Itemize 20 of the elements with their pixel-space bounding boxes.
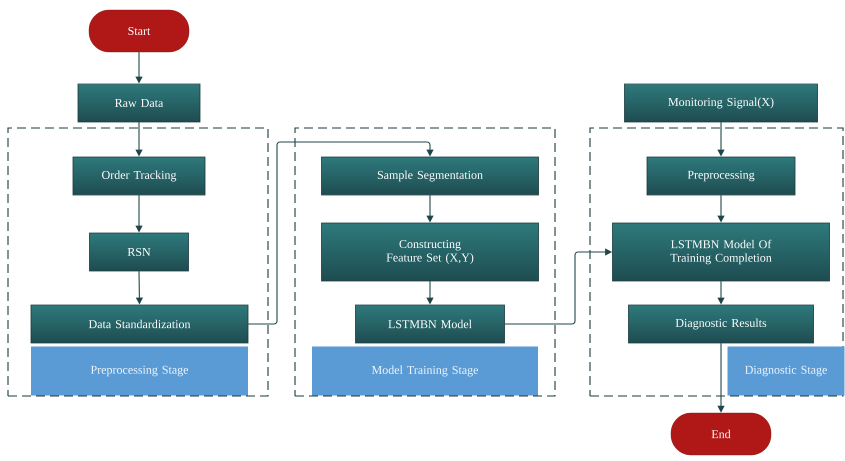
stage-label-box: Model Training Stage [312, 346, 538, 396]
process-box: Diagnostic Results [628, 304, 814, 344]
dashed-group-frame [589, 127, 844, 397]
stage-label-box: Preprocessing Stage [31, 346, 248, 396]
process-box: Raw Data [78, 84, 200, 122]
dashed-group-frame [294, 127, 556, 397]
terminal-pill: Start [88, 10, 190, 52]
process-box: Preprocessing [646, 156, 796, 196]
process-box: RSN [89, 232, 189, 272]
stage-label-box: Diagnostic Stage [728, 346, 844, 396]
process-box: LSTMBN Model [355, 304, 505, 344]
process-box: Order Tracking [72, 156, 206, 196]
process-box: Constructing Feature Set (X,Y) [321, 222, 539, 282]
process-box: Sample Segmentation [321, 156, 539, 196]
terminal-pill: End [670, 412, 772, 456]
process-box: Monitoring Signal(X) [624, 84, 818, 122]
dashed-group-frame [7, 127, 269, 397]
process-box: Data Standardization [30, 304, 248, 344]
process-box: LSTMBN Model Of Training Completion [612, 222, 830, 282]
arrow [248, 141, 434, 325]
